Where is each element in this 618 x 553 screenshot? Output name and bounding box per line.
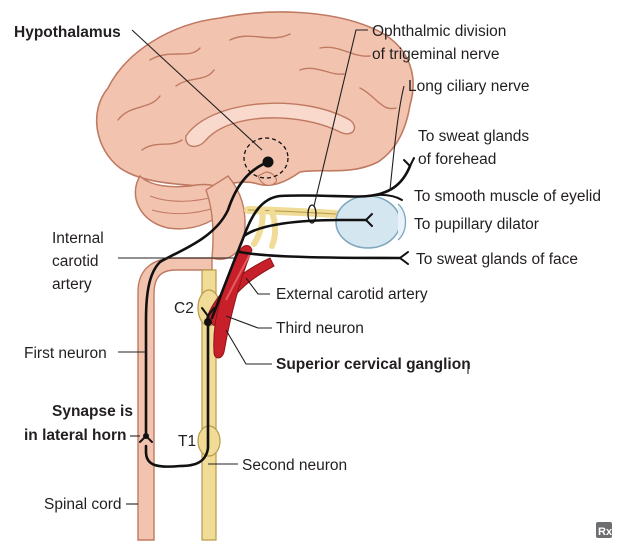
label-pupillary-dilator: To pupillary dilator: [414, 216, 539, 233]
third-neuron-path: [210, 164, 412, 320]
label-internal-carotid-line1: Internal: [52, 230, 104, 247]
label-hypothalamus: Hypothalamus: [14, 24, 121, 41]
first-neuron-path: [144, 160, 270, 438]
pituitary: [257, 171, 277, 186]
cerebrum: [95, 11, 414, 188]
label-external-carotid: External carotid artery: [276, 286, 428, 303]
neuron-pathways: [139, 85, 415, 468]
label-first-neuron: First neuron: [24, 345, 107, 362]
label-internal-carotid-line2: carotid: [52, 253, 99, 270]
rx-logo: Rx: [596, 522, 613, 538]
label-c2: C2: [174, 300, 194, 317]
labels: Hypothalamus Ophthalmic division of trig…: [14, 23, 601, 513]
smooth-muscle-branch: [367, 193, 403, 201]
brain: [95, 11, 414, 261]
lens: [397, 203, 407, 241]
leader-lines: [118, 29, 469, 505]
long-ciliary-nerve: [389, 85, 405, 191]
label-smooth-muscle: To smooth muscle of eyelid: [414, 188, 601, 205]
label-ophthalmic-line1: Ophthalmic division: [372, 23, 506, 40]
label-second-neuron: Second neuron: [242, 457, 347, 474]
label-long-ciliary: Long ciliary nerve: [408, 78, 529, 95]
label-internal-carotid-line3: artery: [52, 276, 92, 293]
second-neuron-path: [144, 314, 210, 468]
carotid-arteries: [205, 245, 275, 359]
spinal-cord: [137, 257, 213, 541]
label-sweat-face: To sweat glands of face: [416, 251, 578, 268]
label-synapse-line2: in lateral horn: [24, 427, 127, 444]
hypothalamus-region: [243, 137, 289, 179]
label-superior-cervical-ganglion: Superior cervical ganglion: [276, 356, 471, 373]
cerebral-gyri: [117, 33, 397, 151]
label-third-neuron: Third neuron: [276, 320, 364, 337]
label-ophthalmic-line2: of trigeminal nerve: [372, 46, 500, 63]
label-sweat-forehead-line2: of forehead: [418, 151, 496, 168]
label-spinal-cord: Spinal cord: [44, 496, 122, 513]
label-sweat-forehead-line1: To sweat glands: [418, 128, 529, 145]
hypothalamus-nucleus: [262, 156, 274, 168]
face-sweat-branch: [238, 250, 402, 260]
label-synapse-line1: Synapse is: [52, 403, 133, 420]
c2-synapse-marker: [201, 307, 215, 318]
svg-text:Rx: Rx: [598, 526, 613, 538]
ophthalmic-division-marker: [307, 204, 317, 224]
label-t1: T1: [178, 433, 196, 450]
eye: [335, 195, 407, 249]
